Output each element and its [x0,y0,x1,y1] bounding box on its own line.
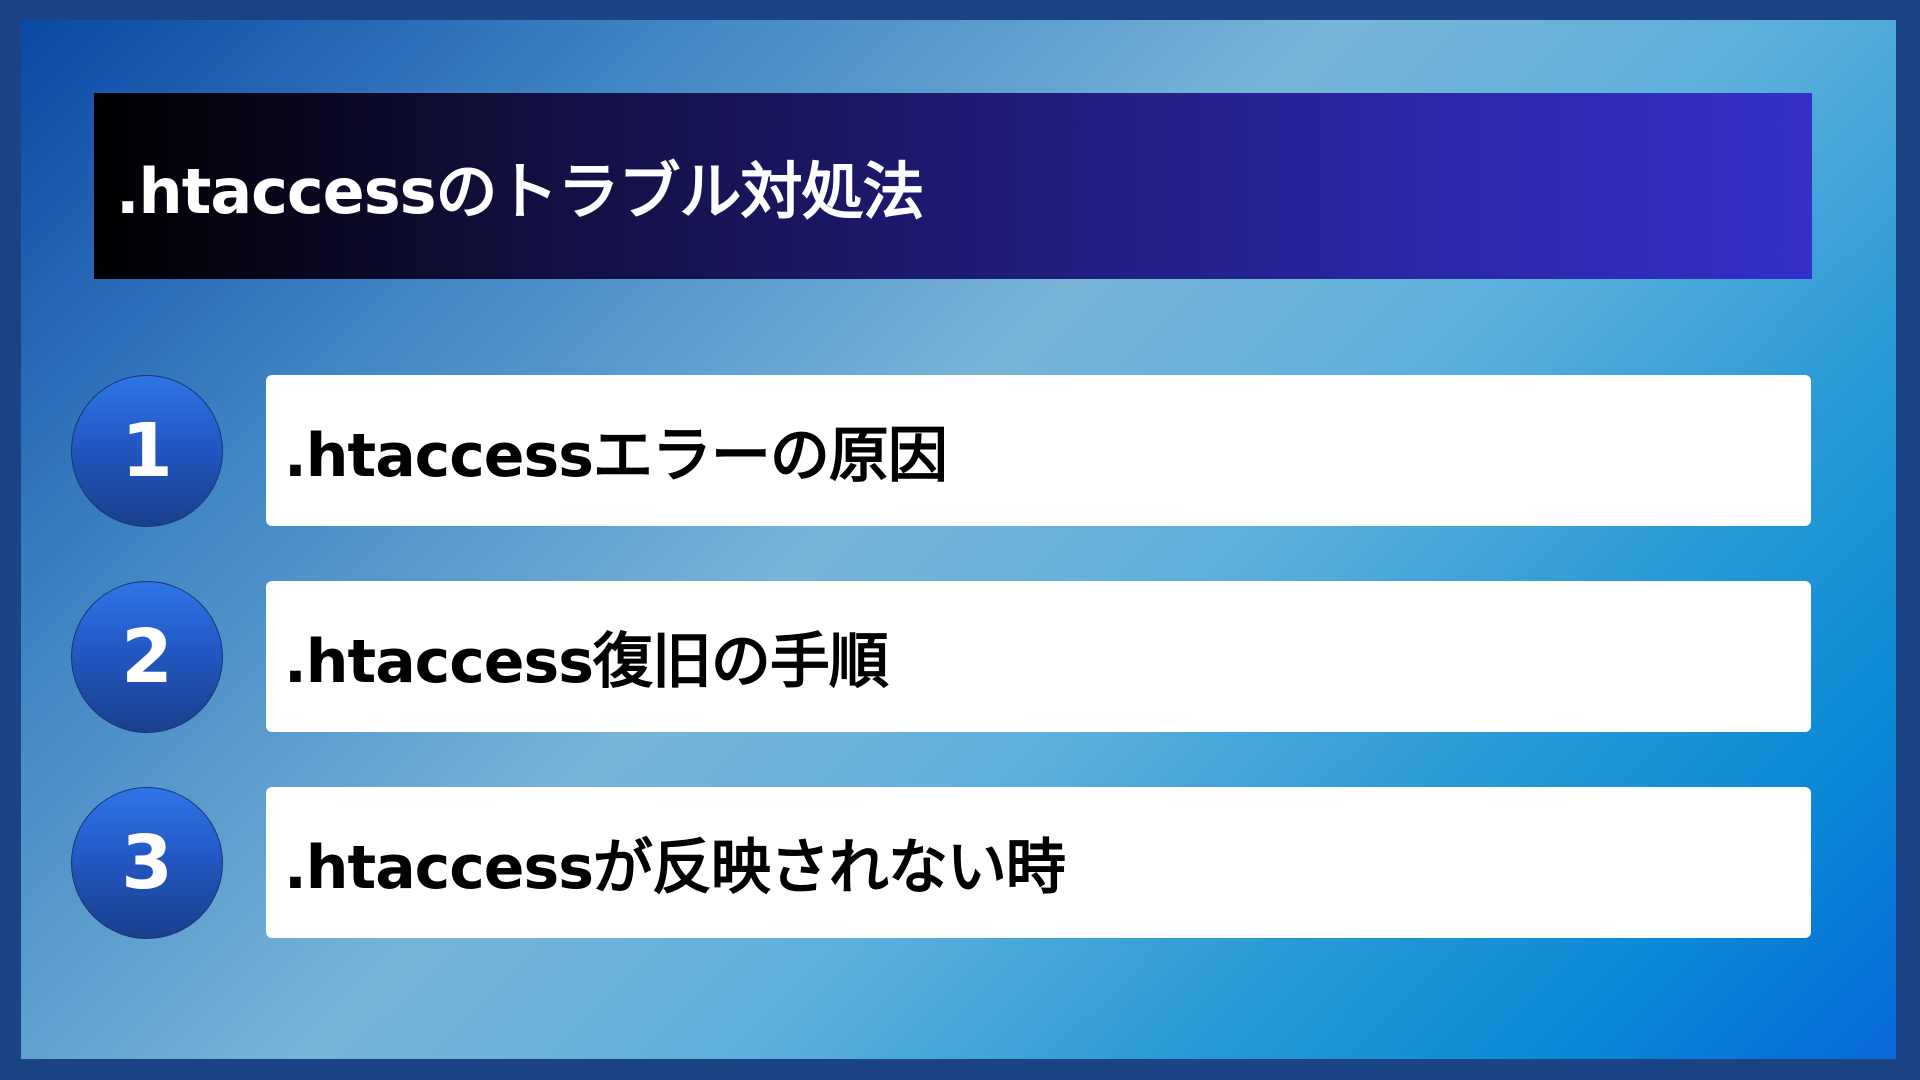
item-number: 2 [121,614,173,700]
number-badge: 3 [71,787,223,939]
item-label: .htaccess復旧の手順 [284,627,889,697]
list-item: 2 .htaccess復旧の手順 [0,581,1920,733]
item-label: .htaccessが反映されない時 [284,833,1066,903]
list-item: 3 .htaccessが反映されない時 [0,787,1920,939]
item-label: .htaccessエラーの原因 [284,421,948,491]
item-card: .htaccessエラーの原因 [266,375,1811,526]
number-badge: 1 [71,375,223,527]
title-bar: .htaccessのトラブル対処法 [94,93,1812,279]
item-number: 3 [121,820,173,906]
list-item: 1 .htaccessエラーの原因 [0,375,1920,527]
number-badge: 2 [71,581,223,733]
item-card: .htaccess復旧の手順 [266,581,1811,732]
item-number: 1 [121,408,173,494]
slide-title: .htaccessのトラブル対処法 [116,155,925,228]
item-card: .htaccessが反映されない時 [266,787,1811,938]
